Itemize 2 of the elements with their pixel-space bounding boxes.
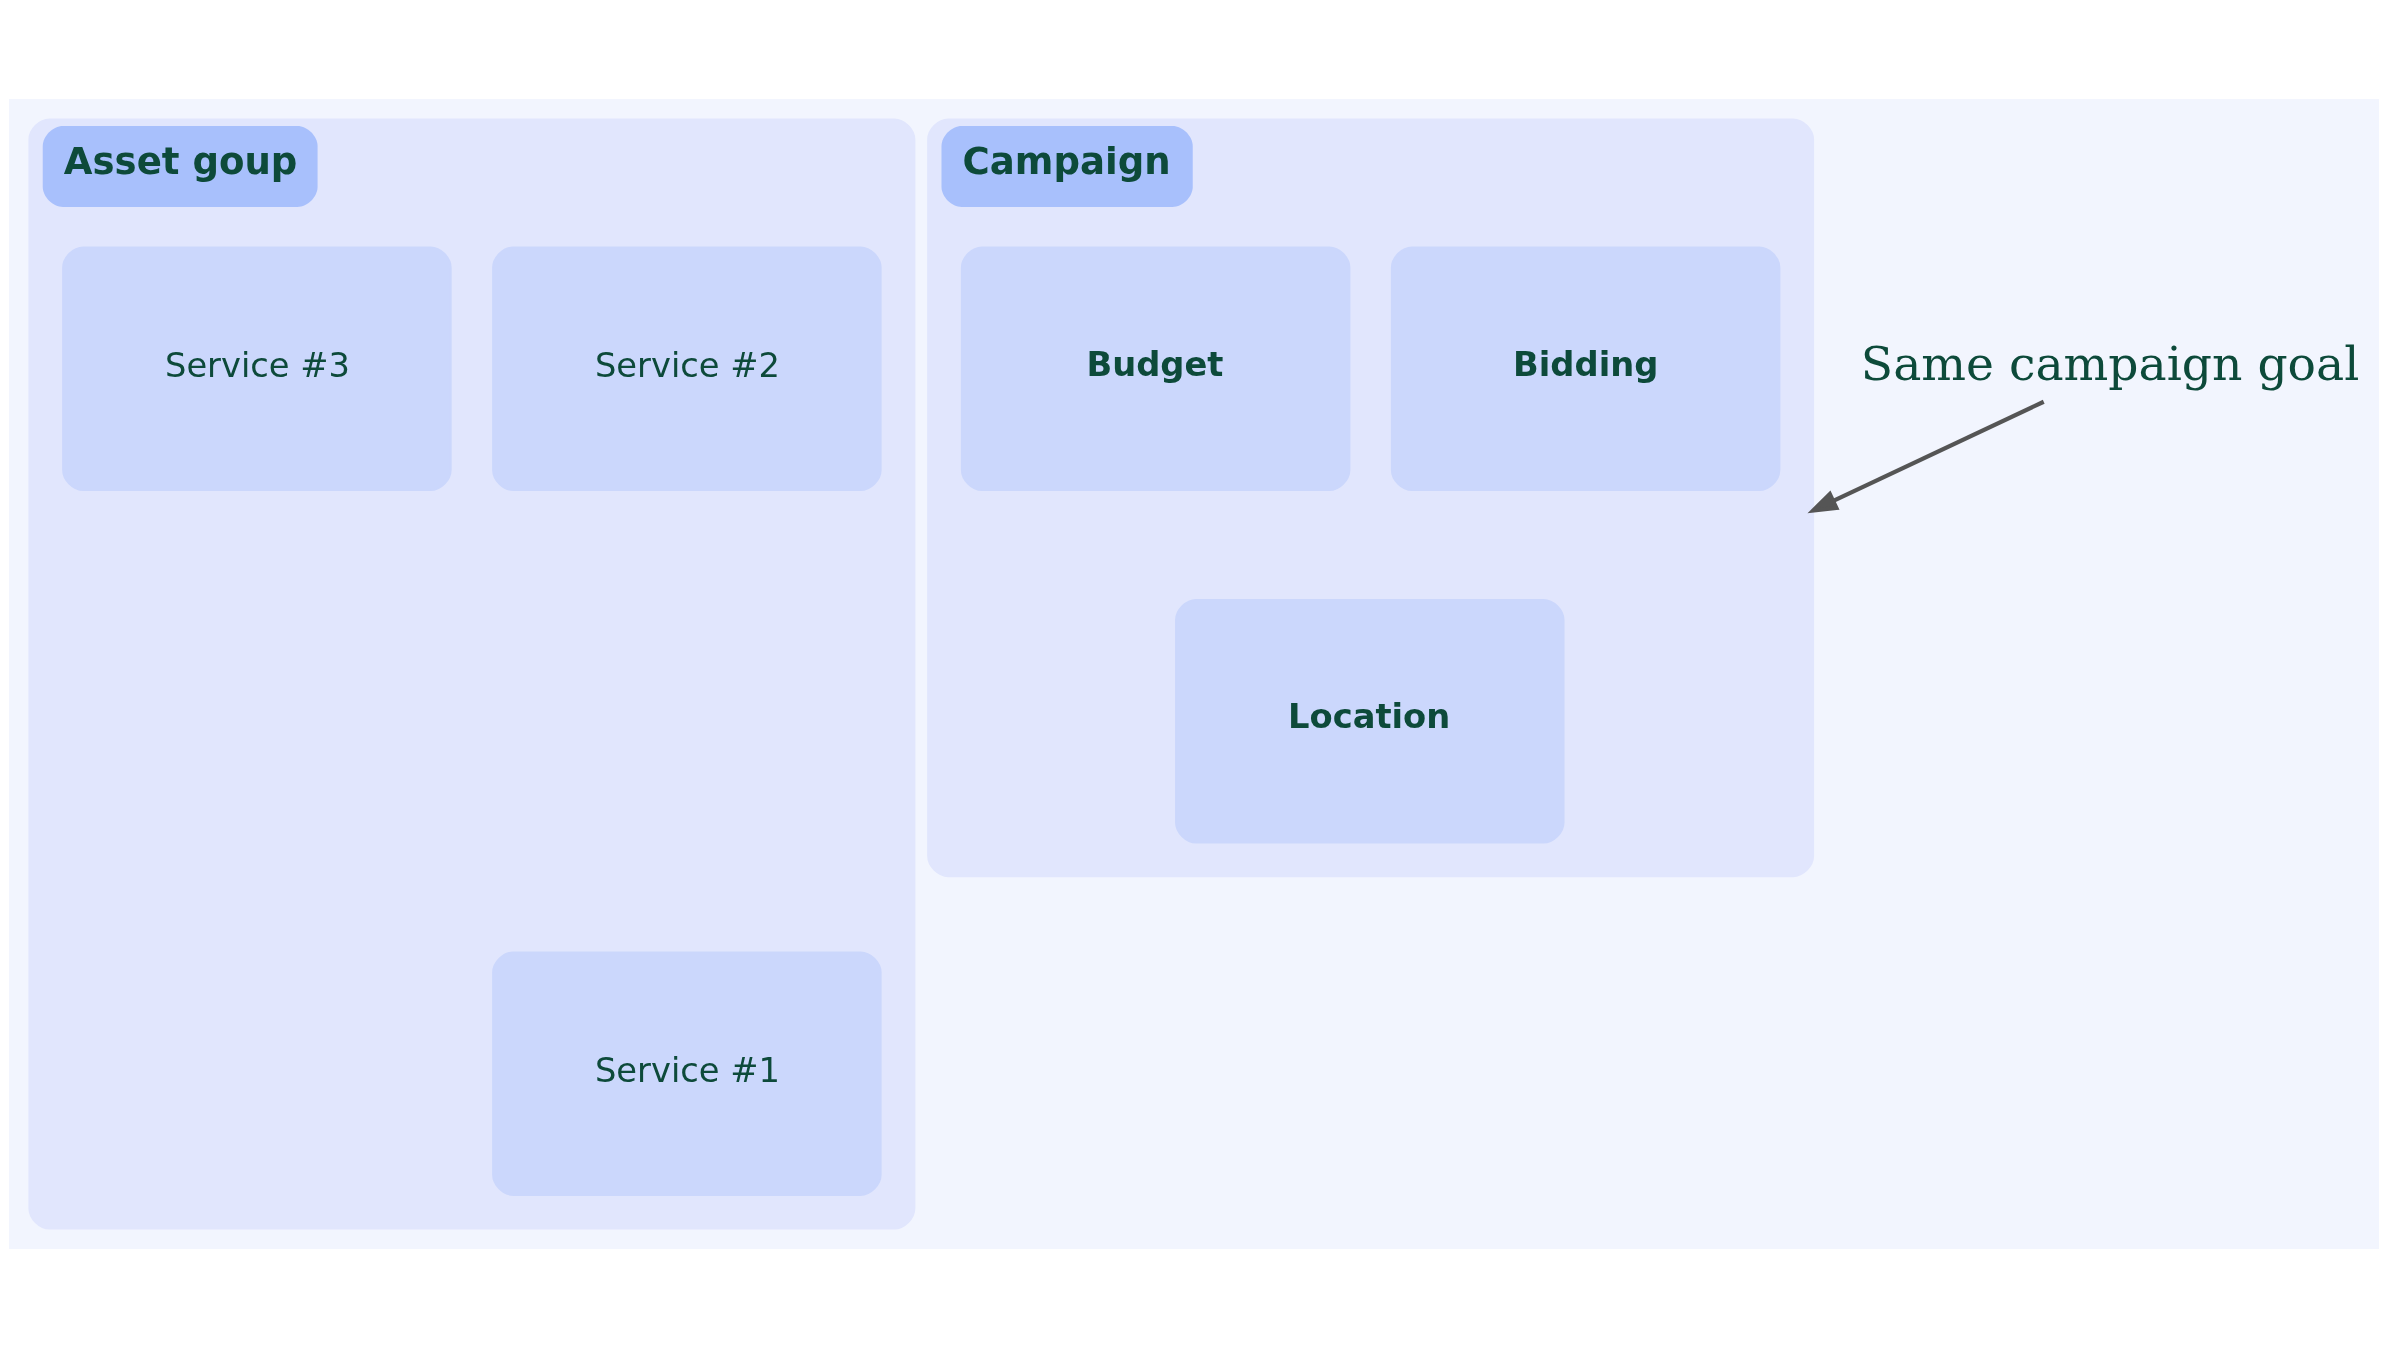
arrow (1807, 399, 2045, 514)
node-text: Same campaign goal (1860, 336, 2360, 392)
